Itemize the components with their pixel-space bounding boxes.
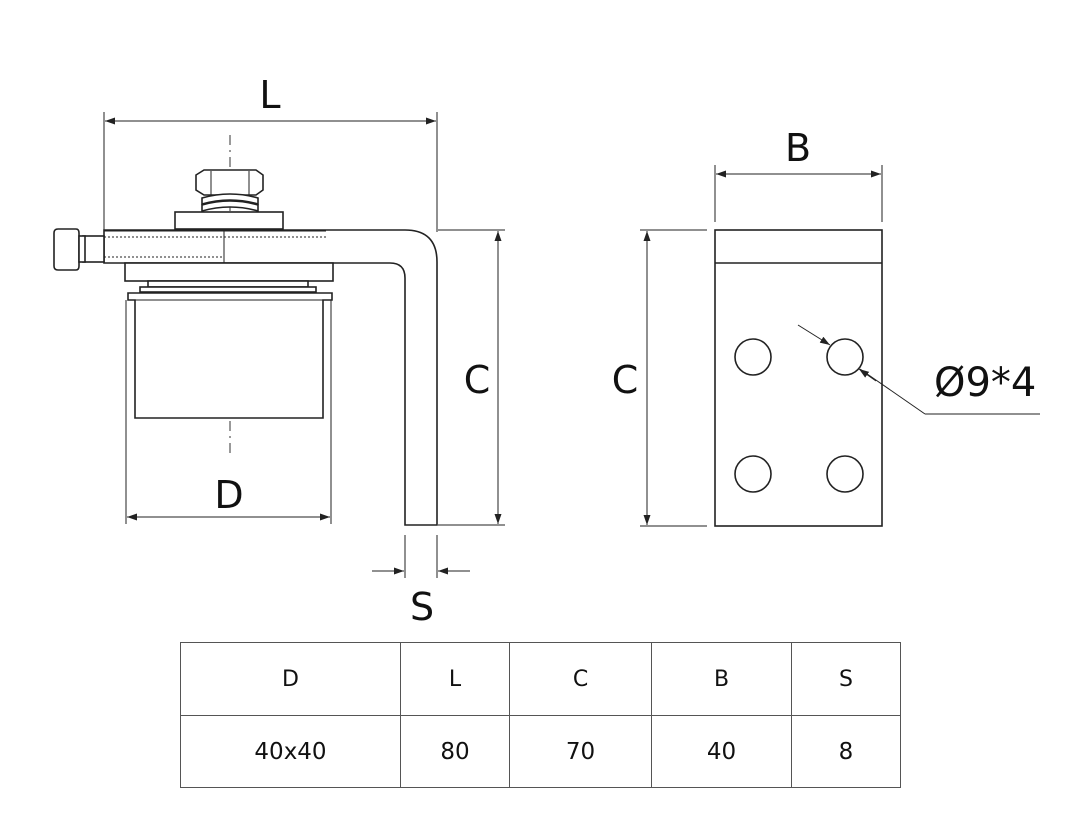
l-bracket: [103, 229, 438, 526]
table-cell: 40: [651, 715, 792, 788]
mounting-hole: [826, 455, 864, 493]
bearing-plate: [147, 280, 309, 288]
base-plate: [124, 262, 334, 282]
mounting-hole: [734, 455, 772, 493]
bolt-head-neck: [82, 235, 105, 263]
table-header-cell: C: [509, 642, 652, 716]
hole-leader-arrow-in: [797, 324, 831, 346]
hex-nut: [195, 169, 264, 196]
dim-label-d: D: [214, 473, 243, 517]
front-view: B Ø9*4 C: [612, 126, 1040, 527]
mounting-hole: [826, 338, 864, 376]
table-header-row: D L C B S: [180, 642, 901, 716]
bolt-head: [53, 228, 80, 271]
table-header-cell: L: [400, 642, 510, 716]
dim-label-l: L: [259, 73, 280, 117]
flat-washer: [174, 211, 284, 230]
dim-label-c-front: C: [612, 358, 639, 402]
table-header-cell: S: [791, 642, 901, 716]
dimension-table: D L C B S 40x40 80 70 40 8: [180, 642, 901, 788]
mounting-hole: [734, 338, 772, 376]
hole-leader-arrow-out: [858, 368, 877, 382]
table-cell: 70: [509, 715, 652, 788]
adjusting-bolt: [104, 230, 326, 263]
table-cell: 80: [400, 715, 510, 788]
dim-label-b: B: [785, 126, 811, 170]
table-cell: 40x40: [180, 715, 401, 788]
technical-drawing: L D: [53, 73, 1040, 629]
hole-leader-line: [859, 368, 926, 415]
hole-callout: Ø9*4: [934, 360, 1036, 406]
dim-label-c-side: C: [464, 358, 491, 402]
table-row: 40x40 80 70 40 8: [180, 715, 901, 788]
side-view: L D: [53, 73, 505, 629]
spring-washer: [201, 193, 259, 206]
table-header-cell: B: [651, 642, 792, 716]
roller-body: [127, 292, 333, 419]
table-cell: 8: [791, 715, 901, 788]
table-header-cell: D: [180, 642, 401, 716]
dim-label-s: S: [410, 585, 434, 629]
